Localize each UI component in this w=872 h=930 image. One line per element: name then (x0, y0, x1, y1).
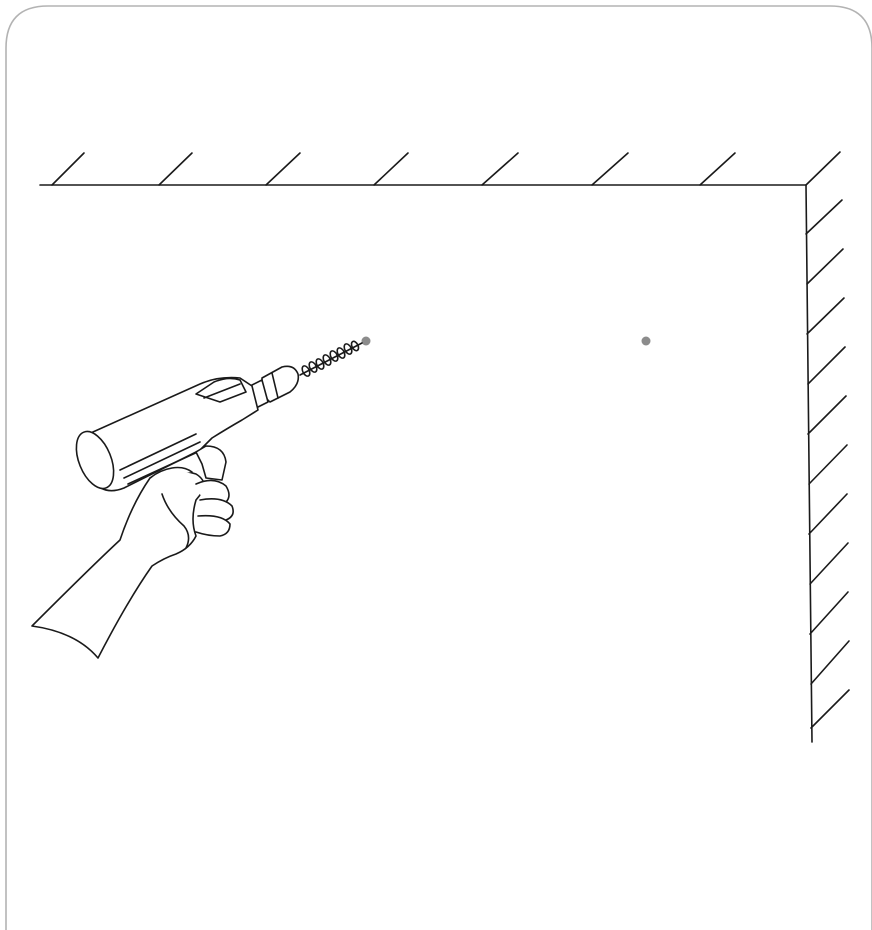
drill-hole-mark (361, 336, 371, 346)
drill-chuck (261, 365, 300, 403)
drill-bit (299, 340, 363, 377)
drill-body (83, 376, 259, 492)
panel-frame (5, 5, 872, 930)
wall (805, 151, 850, 743)
drill-handle (195, 445, 227, 481)
thumb (161, 493, 190, 549)
arm (31, 470, 206, 659)
hand (31, 466, 234, 659)
drill (75, 340, 363, 492)
ceiling (39, 152, 807, 186)
drill-rear-cap (75, 430, 115, 490)
drill-hole-mark (641, 336, 651, 346)
finger (195, 514, 231, 537)
